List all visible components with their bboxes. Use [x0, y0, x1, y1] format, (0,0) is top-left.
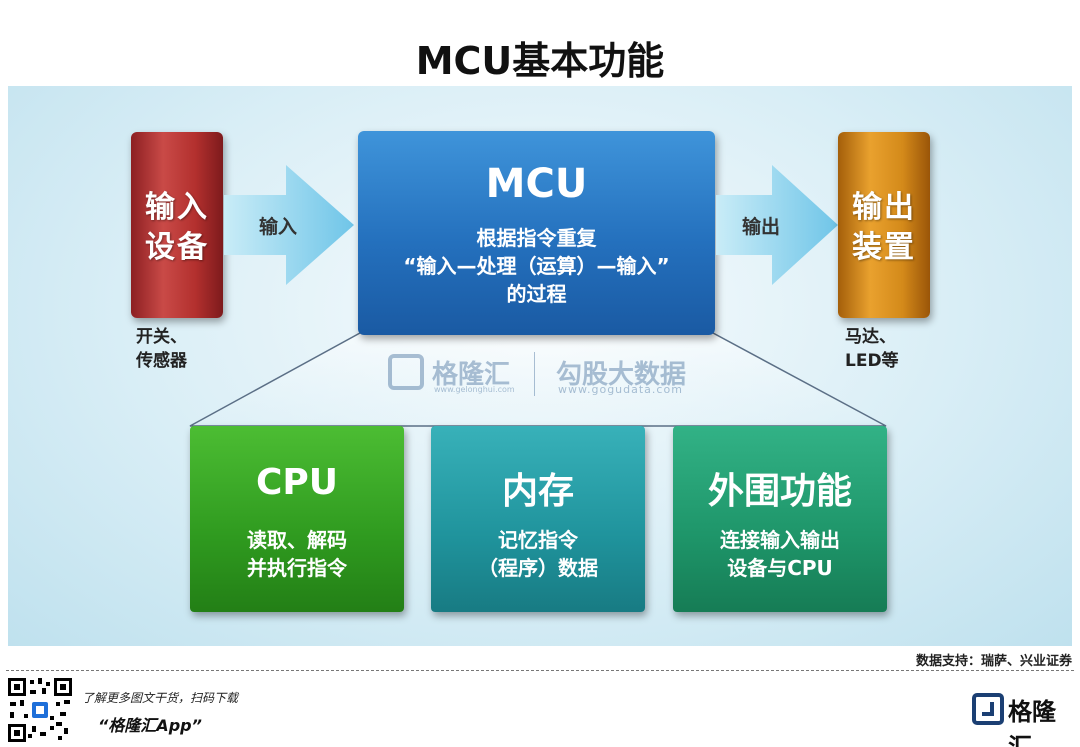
mcu-box: MCU 根据指令重复 “输入—处理（运算）—输入” 的过程	[358, 131, 715, 335]
footer-divider	[6, 670, 1074, 671]
input-arrow	[224, 165, 354, 285]
qr-code-icon[interactable]	[6, 676, 74, 744]
data-source: 数据支持：瑞萨、兴业证券	[915, 654, 1072, 669]
input-arrow-label: 输入	[259, 216, 298, 238]
watermark-name: 格隆汇	[432, 360, 511, 390]
memory-card-description: 记忆指令 （程序）数据	[431, 526, 645, 582]
memory-card-title: 内存	[501, 471, 574, 512]
cpu-card-line: 读取、解码	[247, 528, 347, 552]
brand-name: 格隆汇	[1008, 698, 1056, 747]
mcu-description-line: “输入—处理（运算）—输入”	[403, 254, 670, 278]
output-arrow-label: 输出	[742, 216, 781, 238]
peripheral-card-description: 连接输入输出 设备与CPU	[673, 526, 887, 582]
output-device-box: 输出装置	[838, 132, 930, 318]
output-arrow	[716, 165, 838, 285]
mcu-description-line: 根据指令重复	[476, 226, 597, 250]
input-device-caption-line: 传感器	[136, 351, 187, 371]
input-device-caption: 开关、 传感器	[136, 325, 187, 373]
footer-app-name: “格隆汇App”	[98, 716, 202, 735]
memory-card-line: （程序）数据	[478, 556, 598, 580]
watermark-name-2: 勾股大数据	[556, 360, 687, 390]
input-device-box: 输入设备	[131, 132, 223, 318]
peripheral-card-title: 外围功能	[707, 471, 852, 512]
brand-logo: 格隆汇	[972, 690, 1076, 747]
peripheral-card-line: 连接输入输出	[720, 528, 840, 552]
footer-promo-text: 了解更多图文干货，扫码下载	[82, 691, 239, 705]
cpu-card-description: 读取、解码 并执行指令	[190, 526, 404, 582]
mcu-description: 根据指令重复 “输入—处理（运算）—输入” 的过程	[358, 224, 715, 308]
mcu-title: MCU	[485, 161, 588, 207]
watermark-url-2: www.gogudata.com	[558, 383, 683, 396]
watermark-url: www.gelonghui.com	[434, 385, 515, 394]
gelonghui-logo-icon	[388, 354, 424, 390]
memory-card: 内存 记忆指令 （程序）数据	[431, 426, 645, 612]
watermark-divider	[534, 352, 535, 396]
page-title: MCU基本功能	[415, 39, 665, 83]
peripheral-card-line: 设备与CPU	[727, 556, 833, 580]
input-device-label: 输入设备	[145, 190, 209, 265]
cpu-card-line: 并执行指令	[247, 556, 347, 580]
output-device-caption-line: 马达、	[845, 327, 896, 347]
peripheral-card: 外围功能 连接输入输出 设备与CPU	[673, 426, 887, 612]
output-device-caption: 马达、 LED等	[845, 325, 899, 373]
mcu-description-line: 的过程	[506, 282, 567, 306]
output-device-caption-line: LED等	[845, 351, 899, 371]
output-device-label: 输出装置	[852, 190, 916, 265]
watermark: 格隆汇 www.gelonghui.com 勾股大数据 www.gogudata…	[388, 350, 698, 400]
memory-card-line: 记忆指令	[498, 528, 578, 552]
input-device-caption-line: 开关、	[136, 327, 187, 347]
cpu-card-title: CPU	[255, 462, 339, 503]
gelonghui-brand-icon	[972, 693, 1004, 725]
cpu-card: CPU 读取、解码 并执行指令	[190, 426, 404, 612]
